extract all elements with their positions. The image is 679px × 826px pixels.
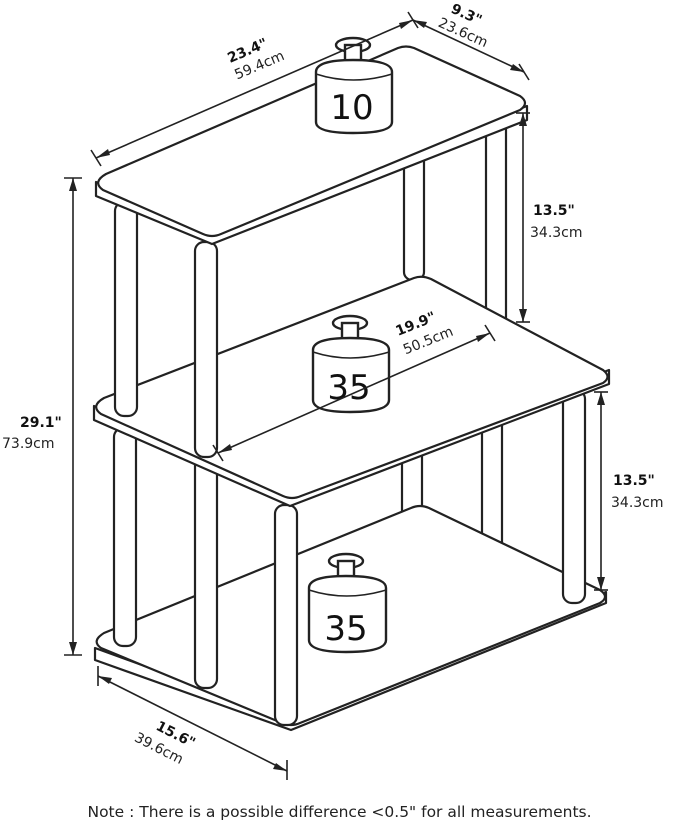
svg-text:13.5": 13.5" <box>533 203 575 219</box>
dimension-length-top <box>90 11 419 167</box>
label-length-top: 23.4" 59.4cm <box>225 36 287 84</box>
weight-top-label: 10 <box>330 88 373 128</box>
label-upper-gap: 13.5" 34.3cm <box>530 203 583 241</box>
dimension-depth-bottom <box>97 666 288 780</box>
leg-front-upper-left <box>113 200 139 418</box>
label-depth-top: 9.3" 23.6cm <box>436 1 490 51</box>
dimension-depth-top <box>412 19 530 81</box>
svg-text:34.3cm: 34.3cm <box>611 495 664 511</box>
dimension-lower-gap <box>594 391 608 591</box>
leg-front-lower-back-right <box>561 388 587 605</box>
leg-front-upper-middle <box>193 240 219 459</box>
dimension-total-height <box>64 177 82 656</box>
upper-front-legs <box>113 200 219 459</box>
leg-back-upper-2 <box>484 108 508 334</box>
back-legs <box>400 108 508 562</box>
leg-front-lower-right <box>273 503 299 727</box>
measurement-note: Note : There is a possible difference <0… <box>87 803 592 821</box>
top-shelf-top <box>97 45 527 238</box>
svg-text:29.1": 29.1" <box>20 415 62 431</box>
leg-back-upper-1 <box>402 148 426 282</box>
leg-front-lower-left <box>112 426 138 648</box>
dimension-upper-gap <box>516 112 530 323</box>
label-total-height: 29.1" 73.9cm <box>2 415 62 452</box>
svg-text:13.5": 13.5" <box>613 473 655 489</box>
label-lower-gap: 13.5" 34.3cm <box>611 473 664 511</box>
lower-front-legs <box>112 388 587 727</box>
svg-text:34.3cm: 34.3cm <box>530 225 583 241</box>
svg-text:73.9cm: 73.9cm <box>2 436 55 452</box>
leg-front-lower-middle <box>193 453 219 690</box>
dimension-middle-length <box>212 324 496 462</box>
weight-top: 10 <box>314 36 394 135</box>
weight-bottom: 35 <box>307 552 388 654</box>
top-shelf <box>94 45 529 246</box>
weight-bottom-label: 35 <box>324 609 367 649</box>
